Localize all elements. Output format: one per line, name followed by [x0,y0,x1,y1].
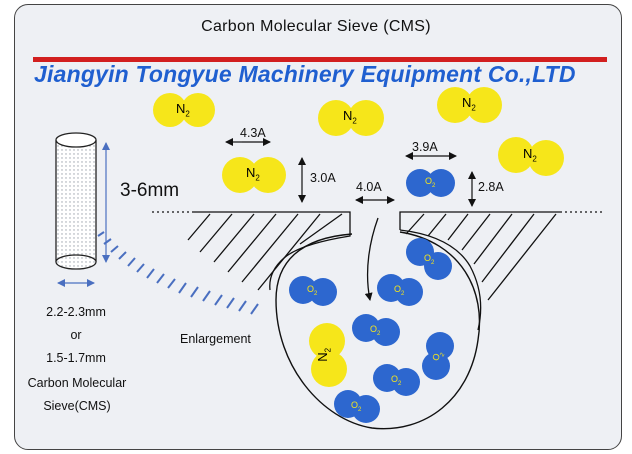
n2-molecule [153,93,215,127]
o2-molecule [406,169,455,197]
pellet-diameter-b: 1.5-1.7mm [46,351,106,365]
company-name: Jiangyin Tongyue Machinery Equipment Co.… [34,61,576,87]
o2-molecule [289,276,337,306]
pellet-name-line1: Carbon Molecular [27,376,127,390]
n2-molecule-label: N2 [246,165,260,183]
n2-molecule-label: N2 [523,146,537,164]
o2-molecule [377,274,423,306]
n2-molecule-label: N2 [315,347,333,362]
surface-left [187,211,351,291]
n2-molecule-label: N2 [176,101,190,119]
n2-molecule [498,137,564,176]
o2-height-label: 2.8A [478,180,504,194]
diagram-title: Carbon Molecular Sieve (CMS) [201,18,431,35]
pore-cavity [275,231,481,430]
o2-molecule [352,314,400,346]
cms-pellet [55,132,97,270]
o2-molecule-label: O2 [351,400,362,413]
o2-molecule-label: O2 [394,284,405,297]
o2-molecule-label: O2 [370,324,381,337]
o2-molecule [334,390,380,423]
pellet-name-line2: Sieve(CMS) [43,399,111,413]
enlargement-label: Enlargement [180,332,251,346]
o2-molecule-label: O2 [307,284,318,297]
n2-molecule-label: N2 [343,108,357,126]
pellet-diameter-a: 2.2-2.3mm [46,305,106,319]
n2-molecule-label: N2 [462,95,476,113]
accent-bar [33,57,607,62]
n2-molecule [437,87,502,123]
pore-width-label: 4.0A [356,180,382,194]
n2-height-label: 3.0A [310,171,336,185]
o2-molecule-label: O2 [425,176,436,189]
o2-molecule [406,238,452,280]
pellet-length-label: 3-6mm [120,180,180,201]
pellet-or-label: or [70,328,82,342]
surface-right [399,211,560,331]
o2-molecule-label: O2 [391,374,402,387]
o2-molecule [422,332,454,380]
n2-molecule [309,323,347,387]
n2-width-label: 4.3A [240,126,266,140]
n2-molecule [318,100,384,136]
n2-molecule [222,157,286,193]
pore-entry-arrow [364,217,379,301]
o2-molecule-label: O2 [424,253,435,266]
enlargement-band [97,231,259,315]
o2-molecule [373,364,420,396]
o2-width-label: 3.9A [412,140,438,154]
